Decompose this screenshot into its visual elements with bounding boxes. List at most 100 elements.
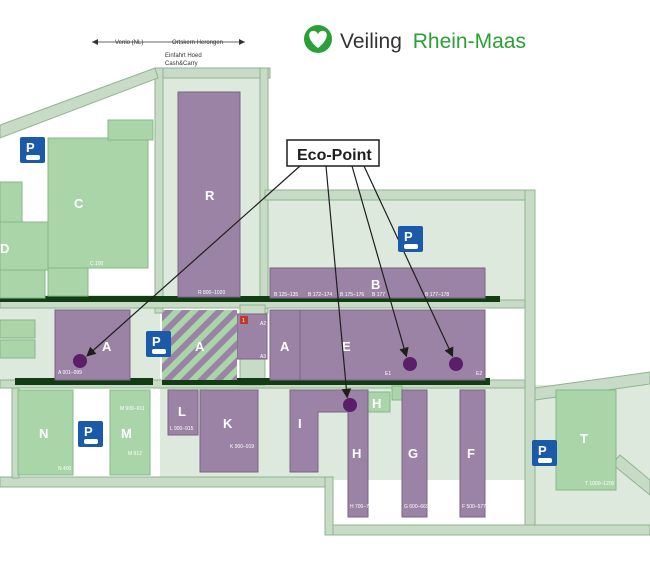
car-icon (152, 349, 166, 354)
building-b (269, 267, 486, 299)
label-r: R (205, 188, 215, 203)
label-a-striped: A (195, 339, 205, 354)
parking-sign-2[interactable]: P (398, 226, 423, 252)
range-h: H 700–775 (350, 504, 375, 510)
label-t: T (580, 431, 588, 446)
arrow-to-e2 (363, 165, 454, 358)
brand-logo-heart-icon (309, 30, 327, 48)
brand-word-2: Rhein-Maas (413, 30, 526, 53)
eco-dot-e2[interactable] (449, 357, 463, 371)
parking-label: P (538, 443, 547, 458)
building-h (347, 389, 369, 518)
road-top (154, 67, 271, 79)
parking-label: P (84, 424, 93, 439)
building-t (555, 389, 617, 491)
arrow-to-h (325, 165, 352, 399)
brand-word-1: Veiling (340, 30, 402, 53)
range-e2: E2 (476, 371, 482, 377)
car-icon (26, 155, 40, 160)
car-icon (538, 458, 552, 463)
eco-dot-h[interactable] (343, 398, 357, 412)
building-c-low (47, 267, 89, 297)
road-east-vertical (524, 189, 536, 536)
building-h-small-2 (391, 385, 403, 401)
range-f: F 500–577 (462, 504, 486, 510)
range-b3: B 175–176 (340, 292, 364, 298)
parking-sign-1[interactable]: P (20, 137, 45, 163)
label-h: H (352, 446, 361, 461)
label-e: E (342, 339, 351, 354)
dark-line-north (0, 296, 500, 302)
range-t: T 1000–1200 (585, 481, 615, 487)
label-b: B (371, 277, 380, 292)
range-b2: B 172–174 (308, 292, 332, 298)
arrow-to-e1 (351, 165, 409, 358)
range-b5: B 177–178 (425, 292, 449, 298)
car-icon (404, 244, 418, 249)
building-west-small-1 (0, 319, 36, 339)
building-west-small-2 (0, 339, 36, 359)
building-c (47, 137, 149, 269)
label-n: N (39, 426, 48, 441)
parking-sign-5[interactable]: P (532, 440, 557, 466)
entrance-line-1: Einfahrt Hoed (165, 53, 202, 59)
brand-logo (304, 25, 332, 53)
range-m2: M 912 (128, 451, 142, 457)
building-c-top (107, 119, 154, 141)
road-diagonal-west (0, 67, 159, 139)
range-k: K 900–919 (230, 444, 254, 450)
building-f (459, 389, 486, 518)
building-l (167, 389, 199, 436)
callout-arrows (86, 165, 454, 399)
label-c: C (74, 196, 84, 211)
label-l: L (178, 404, 186, 419)
brand-name: Veiling Rhein-Maas (340, 30, 526, 53)
parking-label: P (404, 229, 413, 244)
range-a: A 001–099 (58, 370, 82, 376)
direction-herongen: Ortskern Herongen (172, 40, 223, 46)
entrance-line-2: Cash&Carry (165, 61, 198, 67)
label-a-west: A (102, 339, 112, 354)
red-marker-label: 1 (242, 318, 245, 324)
direction-arrow-right-icon (239, 39, 245, 45)
dark-line-south-west (15, 378, 153, 385)
label-f: F (467, 446, 475, 461)
range-g: G 600–669 (404, 504, 429, 510)
eco-dot-e1[interactable] (403, 357, 417, 371)
red-marker (240, 316, 248, 324)
building-g (401, 389, 428, 518)
parking-sign-4[interactable]: P (78, 421, 103, 447)
building-d-low (0, 269, 46, 299)
direction-venlo: Venlo (NL) (115, 40, 143, 46)
range-a2: A2 (260, 321, 266, 327)
building-m (109, 389, 151, 476)
green-buildings (0, 119, 617, 491)
purple-buildings (54, 91, 486, 518)
car-icon (84, 439, 98, 444)
building-n (17, 389, 74, 476)
range-l: L 900–915 (170, 426, 194, 432)
label-a-mid: A (280, 339, 290, 354)
arrow-to-a (86, 165, 301, 357)
eco-point-label: Eco-Point (297, 147, 372, 164)
direction-arrow-left-icon (92, 39, 98, 45)
range-b4: B 177 (372, 292, 385, 298)
building-a-west (54, 309, 131, 381)
road-east-horizontal (264, 189, 536, 201)
building-r (177, 91, 241, 298)
building-d-top (0, 181, 23, 223)
label-m: M (121, 426, 132, 441)
label-d: D (0, 241, 9, 256)
label-g: G (408, 446, 418, 461)
eco-dot-a[interactable] (73, 354, 87, 368)
range-r: R 800–1020 (198, 290, 225, 296)
eco-point-callout[interactable] (286, 139, 380, 167)
road-left-vertical (154, 67, 164, 314)
road-lower (0, 476, 331, 488)
range-m1: M 900–911 (120, 406, 145, 412)
parking-sign-3[interactable]: P (146, 331, 171, 357)
range-n: N 400 (58, 466, 72, 472)
building-a-mid (269, 309, 301, 381)
dark-line-south-east (162, 378, 490, 385)
